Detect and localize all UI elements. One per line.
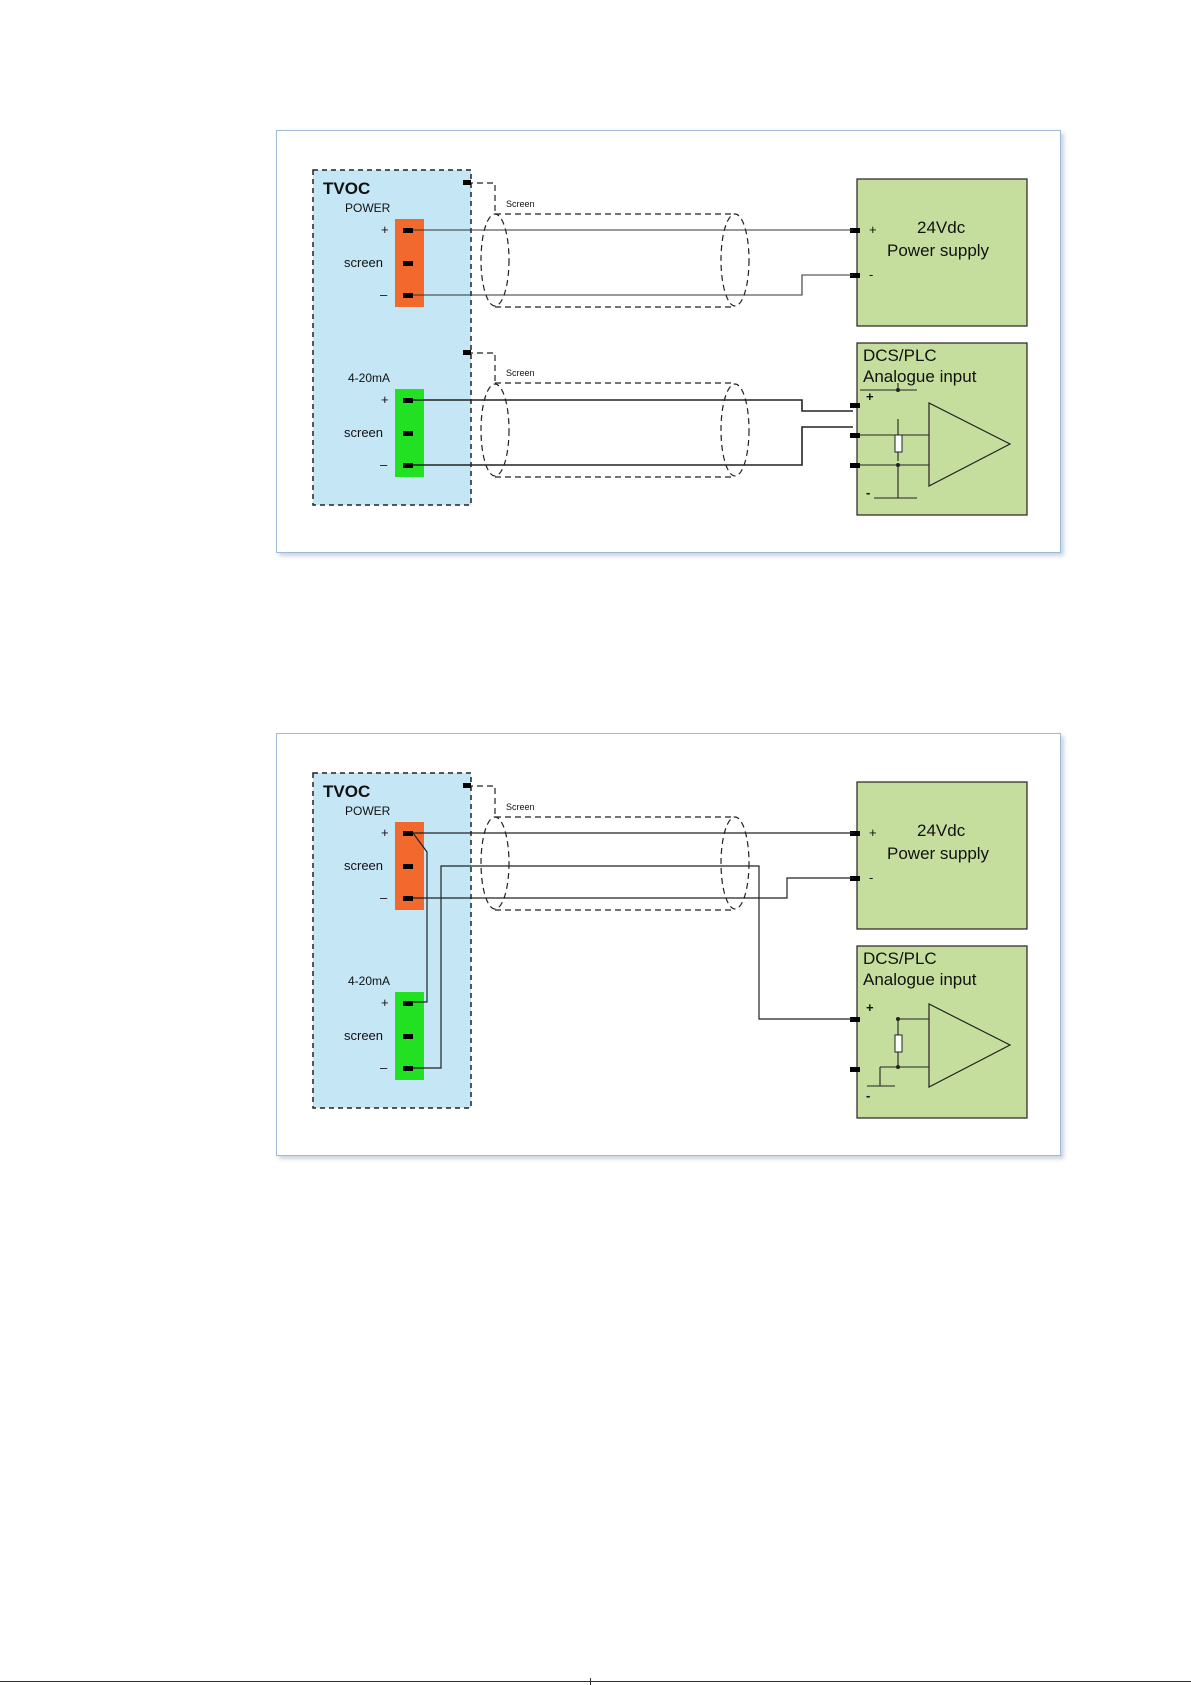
screen-terminal (463, 180, 471, 185)
analog-plus-label: + (381, 995, 389, 1010)
loop-wires (413, 833, 853, 1068)
dcs-title: DCS/PLC (863, 346, 937, 365)
terminal-pin (403, 261, 413, 266)
junction-dot (896, 1065, 900, 1069)
analog-plus-label: + (381, 392, 389, 407)
cable-screen-label: Screen (506, 802, 535, 812)
junction-dot (896, 463, 900, 467)
resistor-symbol (895, 435, 902, 452)
terminal-pin (403, 431, 413, 436)
terminal-pin (403, 1034, 413, 1039)
signal-wires (413, 400, 853, 465)
dcs-plus-label: + (866, 389, 874, 404)
ps-minus-label: - (869, 870, 873, 885)
terminal-pin (403, 398, 413, 403)
analog-screen-label: screen (344, 1028, 383, 1043)
junction-dot (896, 388, 900, 392)
dcs-plus-label: + (866, 1000, 874, 1015)
terminal-pin (403, 228, 413, 233)
dcs-terminal (850, 403, 860, 408)
ps-plus-label: + (869, 222, 877, 237)
dcs-terminal (850, 463, 860, 468)
power-plus-label: + (381, 825, 389, 840)
dcs-terminal (850, 433, 860, 438)
terminal-pin (403, 864, 413, 869)
analog-screen-label: screen (344, 425, 383, 440)
resistor-symbol (895, 1035, 902, 1052)
wiring-diagram-loop-powered: TVOC POWER + screen – 4-20mA + screen – … (276, 733, 1061, 1156)
tvoc-device-box (313, 170, 471, 505)
power-wires (413, 230, 853, 295)
power-label: POWER (345, 201, 391, 215)
diagram-canvas: TVOC POWER + screen – 4-20mA + screen – … (277, 131, 1062, 554)
page-footer-tick (590, 1678, 591, 1685)
dcs-subtitle: Analogue input (863, 970, 977, 989)
dcs-minus-label: - (866, 1088, 870, 1103)
power-label: POWER (345, 804, 391, 818)
power-supply-title: 24Vdc (917, 821, 966, 840)
dcs-subtitle: Analogue input (863, 367, 977, 386)
power-supply-title: 24Vdc (917, 218, 966, 237)
tvoc-device-box (313, 773, 471, 1108)
analog-minus-label: – (380, 457, 388, 472)
screen-terminal (463, 783, 471, 788)
terminal-pin (403, 896, 413, 901)
device-title: TVOC (323, 179, 370, 198)
analog-minus-label: – (380, 1060, 388, 1075)
terminal-pin (403, 1066, 413, 1071)
junction-dot (896, 1017, 900, 1021)
dcs-title: DCS/PLC (863, 949, 937, 968)
page-footer-rule (0, 1681, 1191, 1682)
power-plus-label: + (381, 222, 389, 237)
terminal-pin (403, 1001, 413, 1006)
dcs-minus-label: - (866, 485, 870, 500)
ps-minus-label: - (869, 267, 873, 282)
ps-plus-label: + (869, 825, 877, 840)
screen-terminal (463, 350, 471, 355)
wiring-diagram-separate: TVOC POWER + screen – 4-20mA + screen – … (276, 130, 1061, 553)
cable-screen-label: Screen (506, 368, 535, 378)
power-supply-subtitle: Power supply (887, 241, 990, 260)
power-supply-subtitle: Power supply (887, 844, 990, 863)
power-screen-label: screen (344, 255, 383, 270)
terminal-pin (403, 463, 413, 468)
terminal-pin (403, 293, 413, 298)
terminal-pin (403, 831, 413, 836)
power-minus-label: – (380, 287, 388, 302)
power-minus-label: – (380, 890, 388, 905)
analog-label: 4-20mA (348, 371, 390, 385)
cable-screen-label: Screen (506, 199, 535, 209)
device-title: TVOC (323, 782, 370, 801)
dcs-terminal (850, 1067, 860, 1072)
analog-label: 4-20mA (348, 974, 390, 988)
power-screen-label: screen (344, 858, 383, 873)
diagram-canvas: TVOC POWER + screen – 4-20mA + screen – … (277, 734, 1062, 1157)
